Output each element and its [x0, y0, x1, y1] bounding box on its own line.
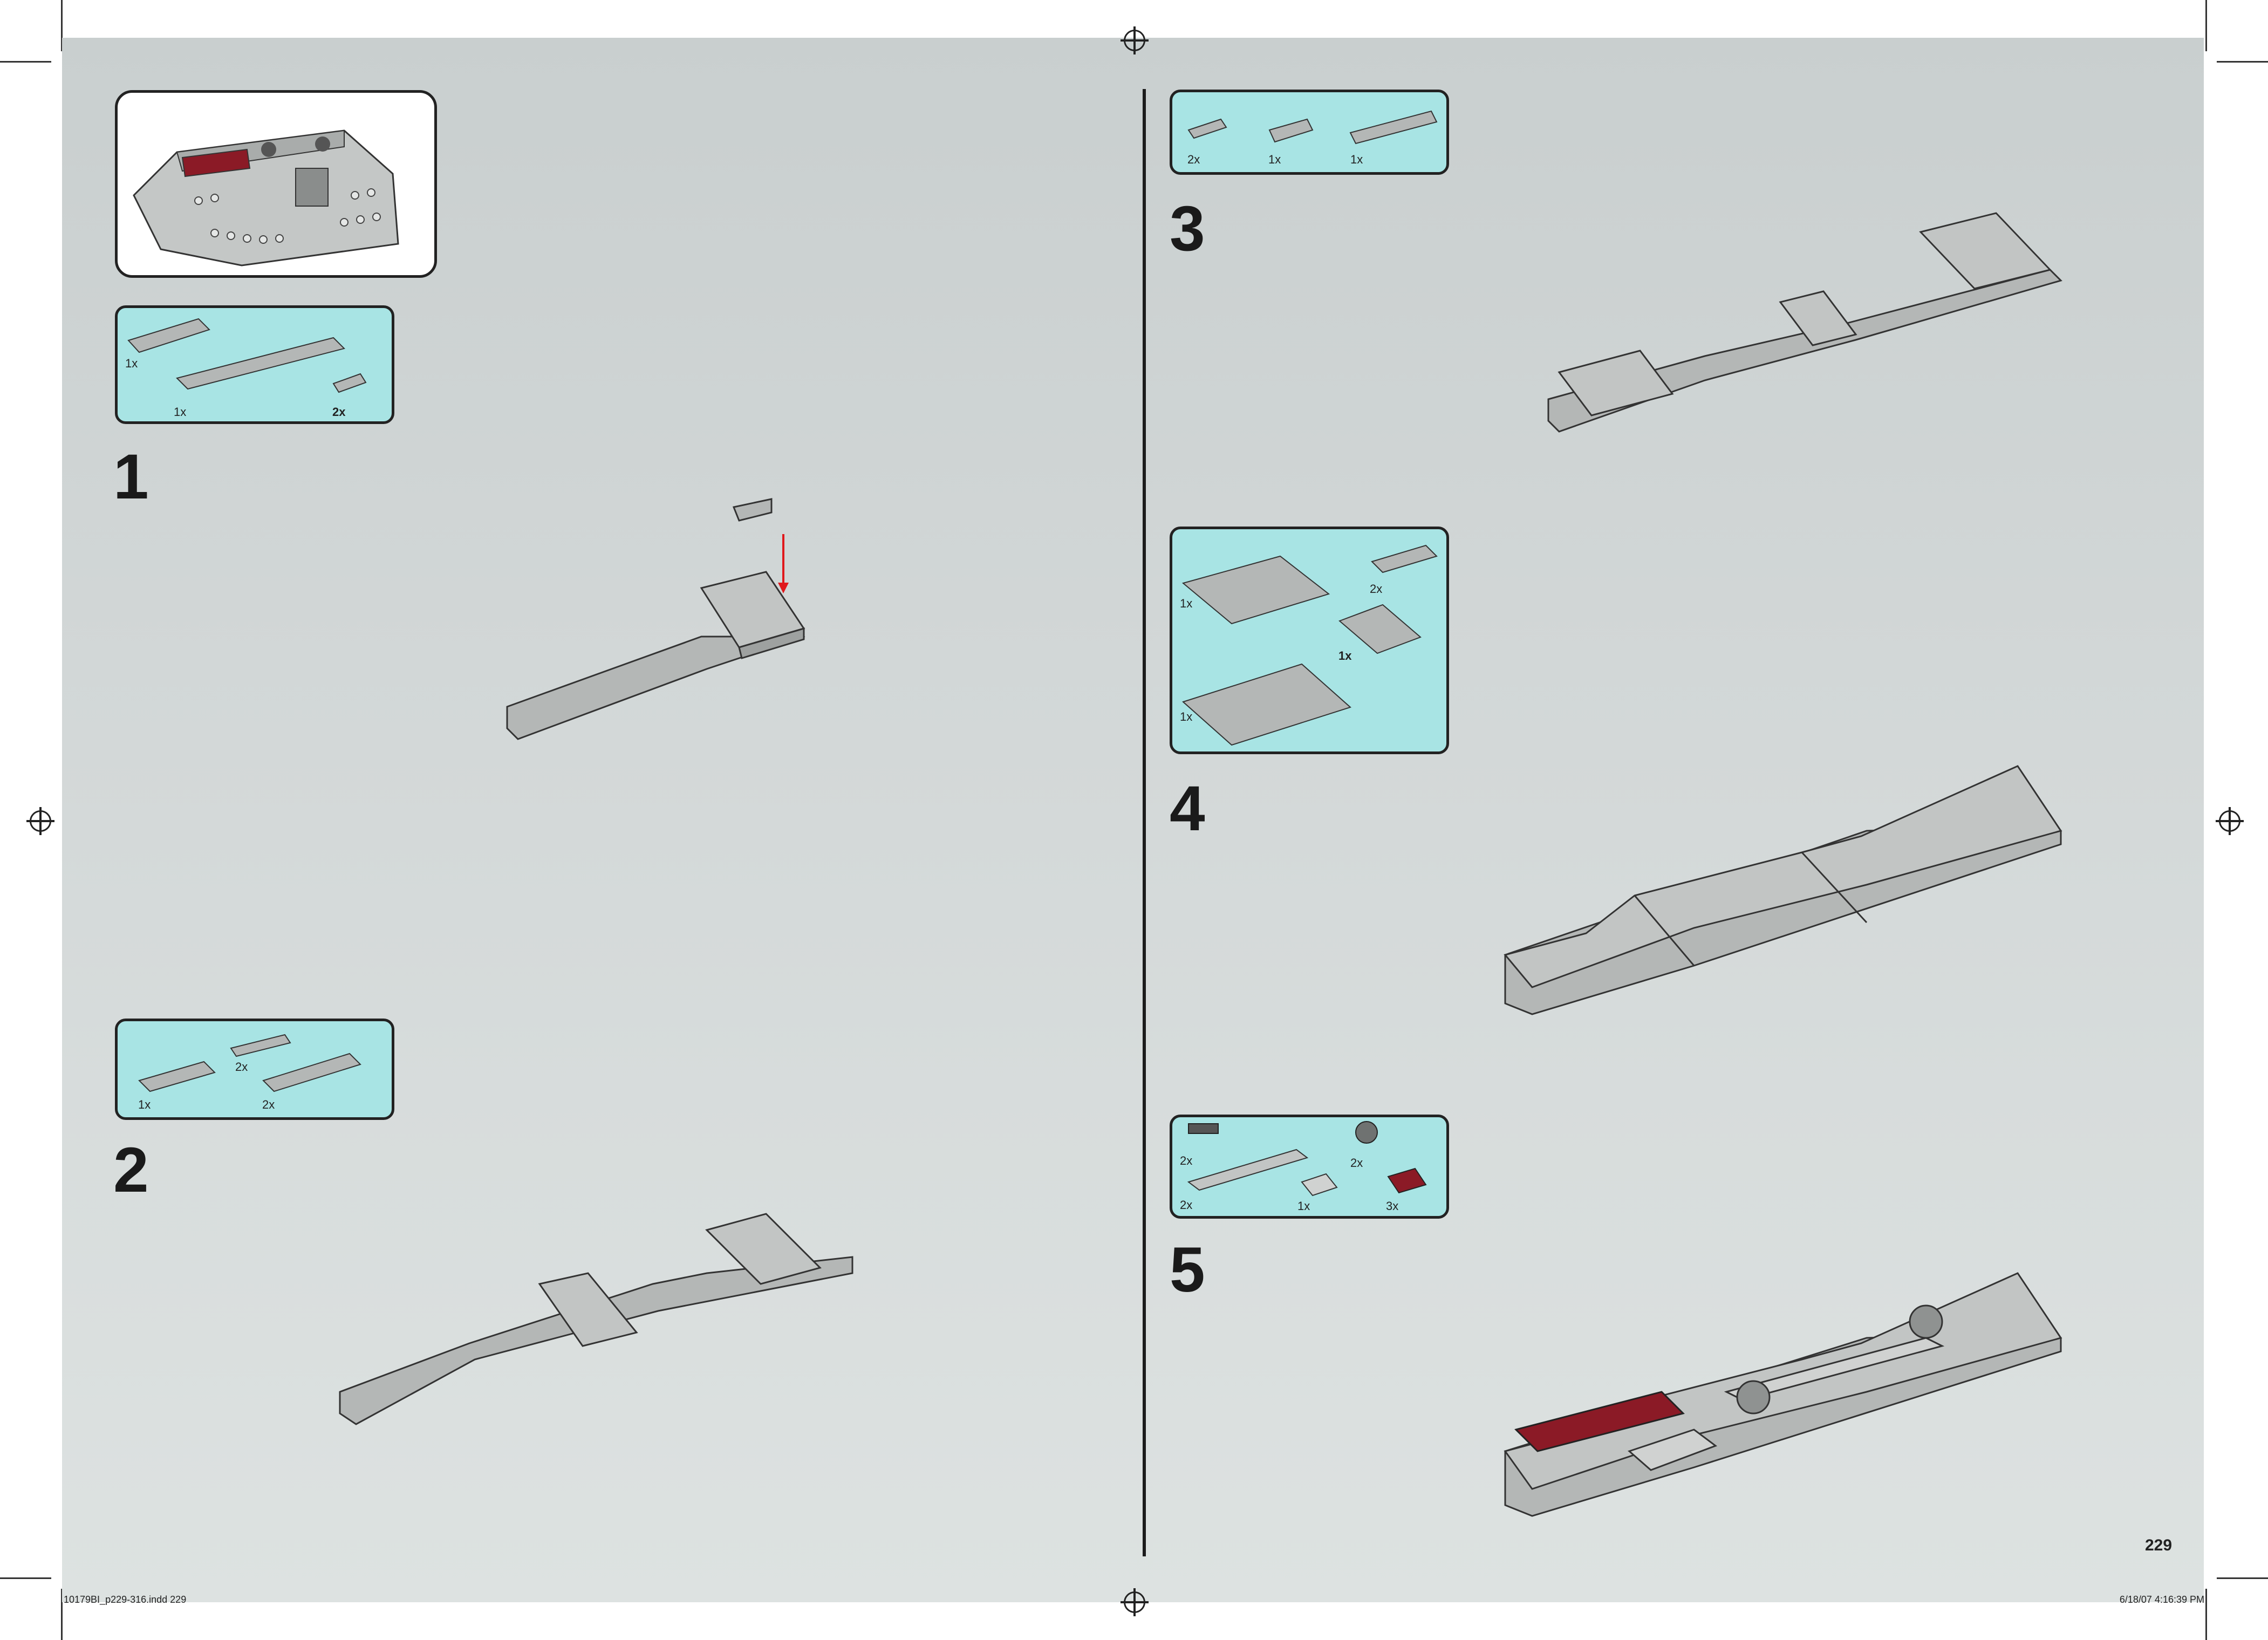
- step-4-model: [1504, 765, 2062, 1015]
- part-qty: 2x: [1350, 1156, 1363, 1170]
- parts-images: [127, 318, 367, 393]
- step-number: 3: [1170, 193, 1205, 264]
- step-number: 4: [1170, 773, 1205, 844]
- part-qty: 1x: [1268, 153, 1281, 166]
- subassembly-preview-image: [133, 129, 399, 266]
- part-qty: 1x: [1297, 1199, 1310, 1213]
- part-qty: 2x: [262, 1098, 275, 1111]
- part-qty: 1x: [1180, 710, 1193, 723]
- crop-mark: [2205, 0, 2207, 51]
- subassembly-preview: [115, 90, 437, 278]
- parts-callout-step-3: 2x 1x 1x: [1170, 90, 1449, 175]
- parts-images: [1181, 544, 1438, 746]
- page-divider: [1143, 89, 1146, 1556]
- step-number: 5: [1170, 1234, 1205, 1306]
- parts-callout-step-2: 1x 2x 2x: [115, 1019, 394, 1120]
- crop-mark: [0, 1577, 51, 1579]
- step-5-model: [1504, 1272, 2062, 1517]
- parts-callout-step-4: 1x 2x 1x 1x: [1170, 527, 1449, 754]
- parts-images: [138, 1034, 361, 1092]
- footer-file-slug: 10179BI_p229-316.indd 229: [64, 1594, 187, 1605]
- part-qty: 2x: [1187, 153, 1200, 166]
- registration-mark-icon: [2216, 807, 2244, 835]
- part-qty: 1x: [138, 1098, 151, 1111]
- part-qty: 2x: [1370, 582, 1383, 596]
- parts-callout-step-5: 2x 2x 2x 1x 3x: [1170, 1115, 1449, 1219]
- step-2-model: [339, 1213, 853, 1425]
- instruction-page: [62, 38, 2204, 1602]
- registration-mark-icon: [1121, 26, 1149, 54]
- crop-mark: [61, 0, 63, 51]
- part-qty: 1x: [1180, 597, 1193, 610]
- step-number: 2: [113, 1135, 149, 1206]
- registration-mark-icon: [26, 807, 54, 835]
- crop-mark: [0, 61, 51, 63]
- part-qty: 2x: [235, 1060, 248, 1074]
- parts-images: [1187, 1121, 1427, 1197]
- part-qty: 2x: [1180, 1154, 1193, 1167]
- step-number: 1: [113, 441, 149, 512]
- part-qty: 2x: [1180, 1198, 1193, 1212]
- crop-mark: [2217, 1577, 2268, 1579]
- step-3-model: [1547, 212, 2062, 433]
- crop-mark: [61, 1589, 63, 1640]
- part-qty: 3x: [1386, 1199, 1399, 1213]
- part-qty: 1x: [1350, 153, 1363, 166]
- crop-mark: [2205, 1589, 2207, 1640]
- parts-callout-step-1: 1x 1x 2x: [115, 305, 394, 424]
- part-qty: 1x: [125, 357, 138, 370]
- page-number: 229: [2145, 1536, 2173, 1554]
- part-qty: 2x: [332, 405, 346, 419]
- part-qty: 1x: [174, 405, 187, 419]
- crop-mark: [2217, 61, 2268, 63]
- step-1-model: [506, 498, 805, 740]
- registration-mark-icon: [1121, 1588, 1149, 1616]
- parts-images: [1187, 110, 1438, 145]
- footer-timestamp: 6/18/07 4:16:39 PM: [2119, 1594, 2204, 1605]
- part-qty: 1x: [1338, 649, 1352, 662]
